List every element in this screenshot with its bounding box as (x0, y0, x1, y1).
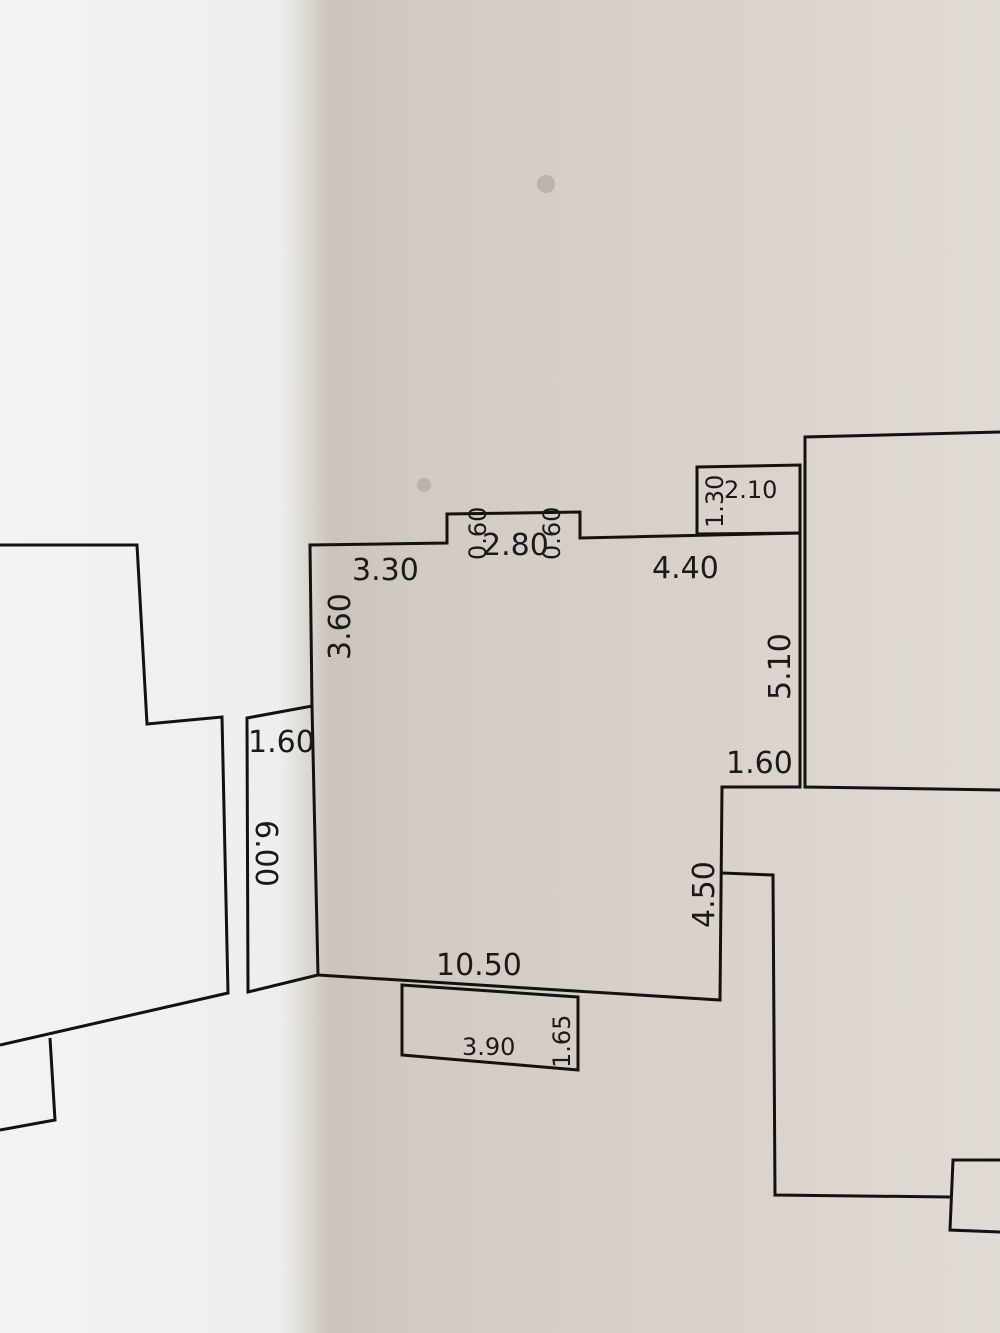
dim-niche-right: 0.60 (538, 507, 566, 560)
paper-stain (417, 478, 431, 492)
dim-left-wall: 3.60 (323, 593, 358, 660)
dim-right-wall: 5.10 (763, 633, 798, 700)
balcony-outline (400, 983, 580, 1072)
dim-niche-width: 2.80 (482, 528, 549, 563)
paper-stain (537, 175, 555, 193)
dim-corridor-width: 1.60 (248, 725, 315, 760)
storage-box-outline (695, 463, 802, 536)
main-room-outline (308, 510, 802, 1002)
dim-box-width: 2.10 (724, 476, 777, 504)
dim-top-right: 4.40 (652, 551, 719, 586)
dim-balcony-width: 3.90 (462, 1033, 515, 1061)
right-building-upper (803, 430, 1000, 792)
right-building-corner (948, 1158, 1000, 1234)
dim-bottom-wall: 10.50 (436, 948, 522, 983)
dim-lower-right-wall: 4.50 (687, 861, 722, 928)
dim-niche-left: 0.60 (464, 507, 492, 560)
left-page-room-outline (0, 543, 230, 1047)
dim-box-height: 1.30 (701, 475, 729, 528)
dim-step-right: 1.60 (726, 746, 793, 781)
dim-top-left: 3.30 (352, 553, 419, 588)
left-page-lower-room (0, 1037, 57, 1132)
right-building-lower (721, 871, 951, 1199)
dim-corridor-length: 6.00 (248, 820, 283, 887)
dim-balcony-depth: 1.65 (548, 1015, 576, 1068)
